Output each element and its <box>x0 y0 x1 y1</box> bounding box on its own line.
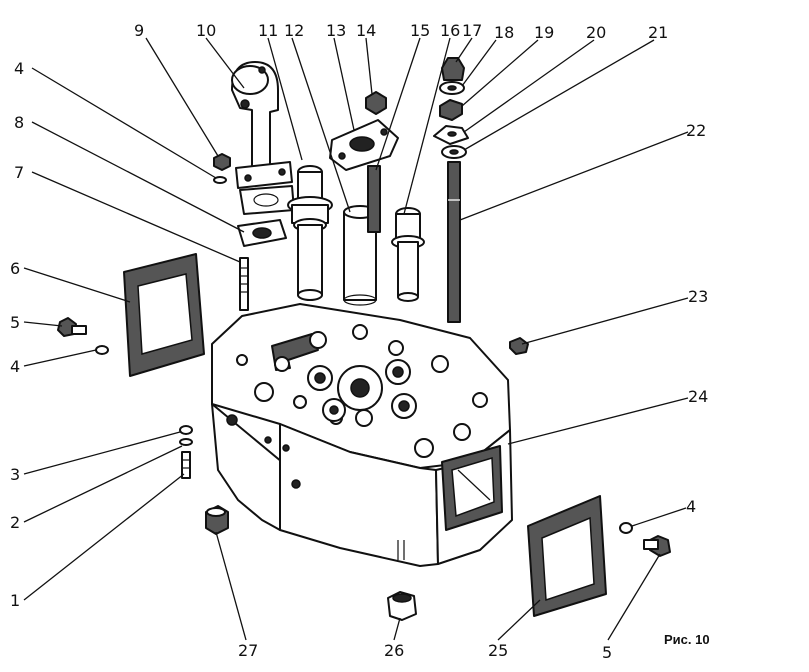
callout-11: 11 <box>258 21 278 40</box>
callout-4-top: 4 <box>14 59 24 78</box>
callout-12: 12 <box>284 21 304 40</box>
part-2-washer <box>179 438 193 446</box>
part-24-cylinder-head <box>211 303 513 567</box>
part-6-cover-gasket <box>123 253 205 377</box>
callout-26: 26 <box>384 641 404 660</box>
callout-9: 9 <box>134 21 144 40</box>
callout-21: 21 <box>648 23 668 42</box>
part-22-long-stud <box>447 161 461 323</box>
callout-3: 3 <box>10 465 20 484</box>
part-5-bolt-left <box>57 317 87 337</box>
part-27-plug <box>205 505 229 535</box>
callout-6: 6 <box>10 259 20 278</box>
callout-18: 18 <box>494 23 514 42</box>
callout-22: 22 <box>686 121 706 140</box>
callout-14: 14 <box>356 21 376 40</box>
part-26-nut <box>387 591 417 621</box>
callout-labels: 9 10 11 12 13 14 15 16 17 18 19 20 21 22… <box>10 21 708 662</box>
part-23-plug <box>509 337 529 355</box>
figure-caption: Рис. 10 <box>664 632 710 647</box>
part-19-nut <box>439 99 463 121</box>
callout-7: 7 <box>14 163 24 182</box>
part-13-flange <box>329 119 399 171</box>
part-21-washer <box>441 145 467 159</box>
part-20-washer <box>433 125 469 145</box>
callout-15: 15 <box>410 21 430 40</box>
callout-8: 8 <box>14 113 24 132</box>
callout-4-right: 4 <box>686 497 696 516</box>
callout-2: 2 <box>10 513 20 532</box>
part-15-bolt <box>367 165 381 233</box>
callout-24: 24 <box>688 387 708 406</box>
part-3-washer <box>179 425 193 435</box>
callout-13: 13 <box>326 21 346 40</box>
callout-23: 23 <box>688 287 708 306</box>
part-7-stud <box>239 257 249 311</box>
part-14-nut <box>365 91 387 115</box>
part-4-washer-right <box>619 522 633 534</box>
part-1-stud <box>181 451 191 479</box>
part-4-washer-left <box>95 345 109 355</box>
part-25-cover-gasket <box>527 495 607 617</box>
callout-27: 27 <box>238 641 258 660</box>
callout-16: 16 <box>440 21 460 40</box>
callout-25: 25 <box>488 641 508 660</box>
callout-20: 20 <box>586 23 606 42</box>
part-8-gasket <box>237 219 287 247</box>
callout-17: 17 <box>462 21 482 40</box>
part-18-nut <box>439 81 465 95</box>
part-16-valve-guide <box>391 207 425 302</box>
part-9-nut <box>213 153 231 184</box>
part-5-bolt-right <box>643 535 671 557</box>
callout-10: 10 <box>196 21 216 40</box>
callout-5-left: 5 <box>10 313 20 332</box>
leader-lines <box>23 37 689 641</box>
part-17-cap-nut <box>441 57 465 81</box>
callout-1: 1 <box>10 591 20 610</box>
callout-19: 19 <box>534 23 554 42</box>
callout-4-left: 4 <box>10 357 20 376</box>
callout-5-right: 5 <box>602 643 612 662</box>
part-11-valve-guide <box>287 165 333 301</box>
part-10-pipe-elbow <box>231 61 295 215</box>
